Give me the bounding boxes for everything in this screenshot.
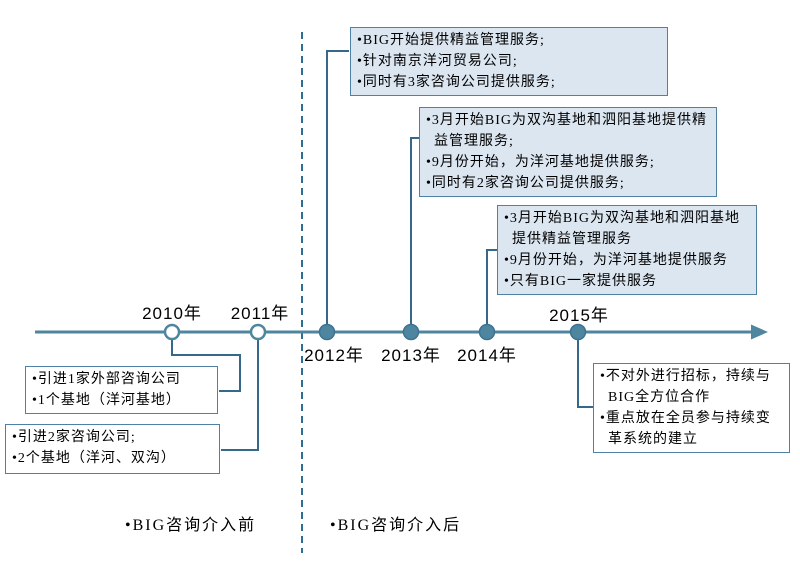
connector-2015 — [577, 332, 593, 408]
callout-2013-line-1: •3月开始BIG为双沟基地和泗阳基地提供精益管理服务; — [426, 113, 708, 149]
callout-2014-line-2: •9月份开始，为洋河基地提供服务 — [504, 253, 728, 268]
callout-2011-line-1: •引进2家咨询公司; — [12, 430, 136, 445]
axis-arrowhead-icon — [751, 324, 768, 340]
after-big-caption: •BIG咨询介入后 — [330, 517, 462, 534]
callout-2013: •3月开始BIG为双沟基地和泗阳基地提供精益管理服务; •9月份开始，为洋河基地… — [419, 107, 717, 197]
connector-2010 — [171, 332, 241, 392]
callout-2010: •引进1家外部咨询公司 •1个基地（洋河基地） — [25, 366, 218, 414]
year-label-2013: 2013年 — [381, 346, 441, 365]
callout-2012-line-3: •同时有3家咨询公司提供服务; — [357, 75, 556, 90]
callout-2010-line-2: •1个基地（洋河基地） — [32, 393, 181, 408]
year-label-2011: 2011年 — [230, 304, 290, 323]
connector-2013 — [410, 137, 419, 332]
marker-2013 — [402, 323, 420, 341]
marker-2010 — [163, 323, 181, 341]
callout-2012: •BIG开始提供精益管理服务; •针对南京洋河贸易公司; •同时有3家咨询公司提… — [350, 27, 668, 96]
callout-2011: •引进2家咨询公司; •2个基地（洋河、双沟） — [5, 424, 220, 474]
callout-2012-line-1: •BIG开始提供精益管理服务; — [357, 33, 545, 48]
marker-2015 — [569, 323, 587, 341]
connector-2014 — [486, 249, 497, 332]
callout-2015-line-1: •不对外进行招标，持续与BIG全方位合作 — [600, 369, 771, 405]
year-label-2012: 2012年 — [304, 346, 364, 365]
marker-2012 — [318, 323, 336, 341]
marker-2014 — [478, 323, 496, 341]
callout-2013-line-2: •9月份开始，为洋河基地提供服务; — [426, 155, 655, 170]
callout-2012-line-2: •针对南京洋河贸易公司; — [357, 54, 518, 69]
before-big-caption: •BIG咨询介入前 — [125, 517, 257, 534]
callout-2015-line-2: •重点放在全员参与持续变革系统的建立 — [600, 411, 771, 447]
year-label-2015: 2015年 — [549, 306, 609, 325]
callout-2014: •3月开始BIG为双沟基地和泗阳基地提供精益管理服务 •9月份开始，为洋河基地提… — [497, 205, 757, 295]
callout-2013-line-3: •同时有2家咨询公司提供服务; — [426, 176, 625, 191]
callout-2010-line-1: •引进1家外部咨询公司 — [32, 372, 181, 387]
connector-2012 — [326, 50, 349, 332]
year-label-2010: 2010年 — [142, 304, 202, 323]
callout-2014-line-1: •3月开始BIG为双沟基地和泗阳基地提供精益管理服务 — [504, 211, 741, 247]
year-label-2014: 2014年 — [457, 346, 517, 365]
callout-2014-line-3: •只有BIG一家提供服务 — [504, 274, 658, 289]
connector-2011 — [221, 332, 259, 451]
callout-2011-line-2: •2个基地（洋河、双沟） — [12, 451, 176, 466]
marker-2011 — [249, 323, 267, 341]
callout-2015: •不对外进行招标，持续与BIG全方位合作 •重点放在全员参与持续变革系统的建立 — [593, 363, 790, 453]
